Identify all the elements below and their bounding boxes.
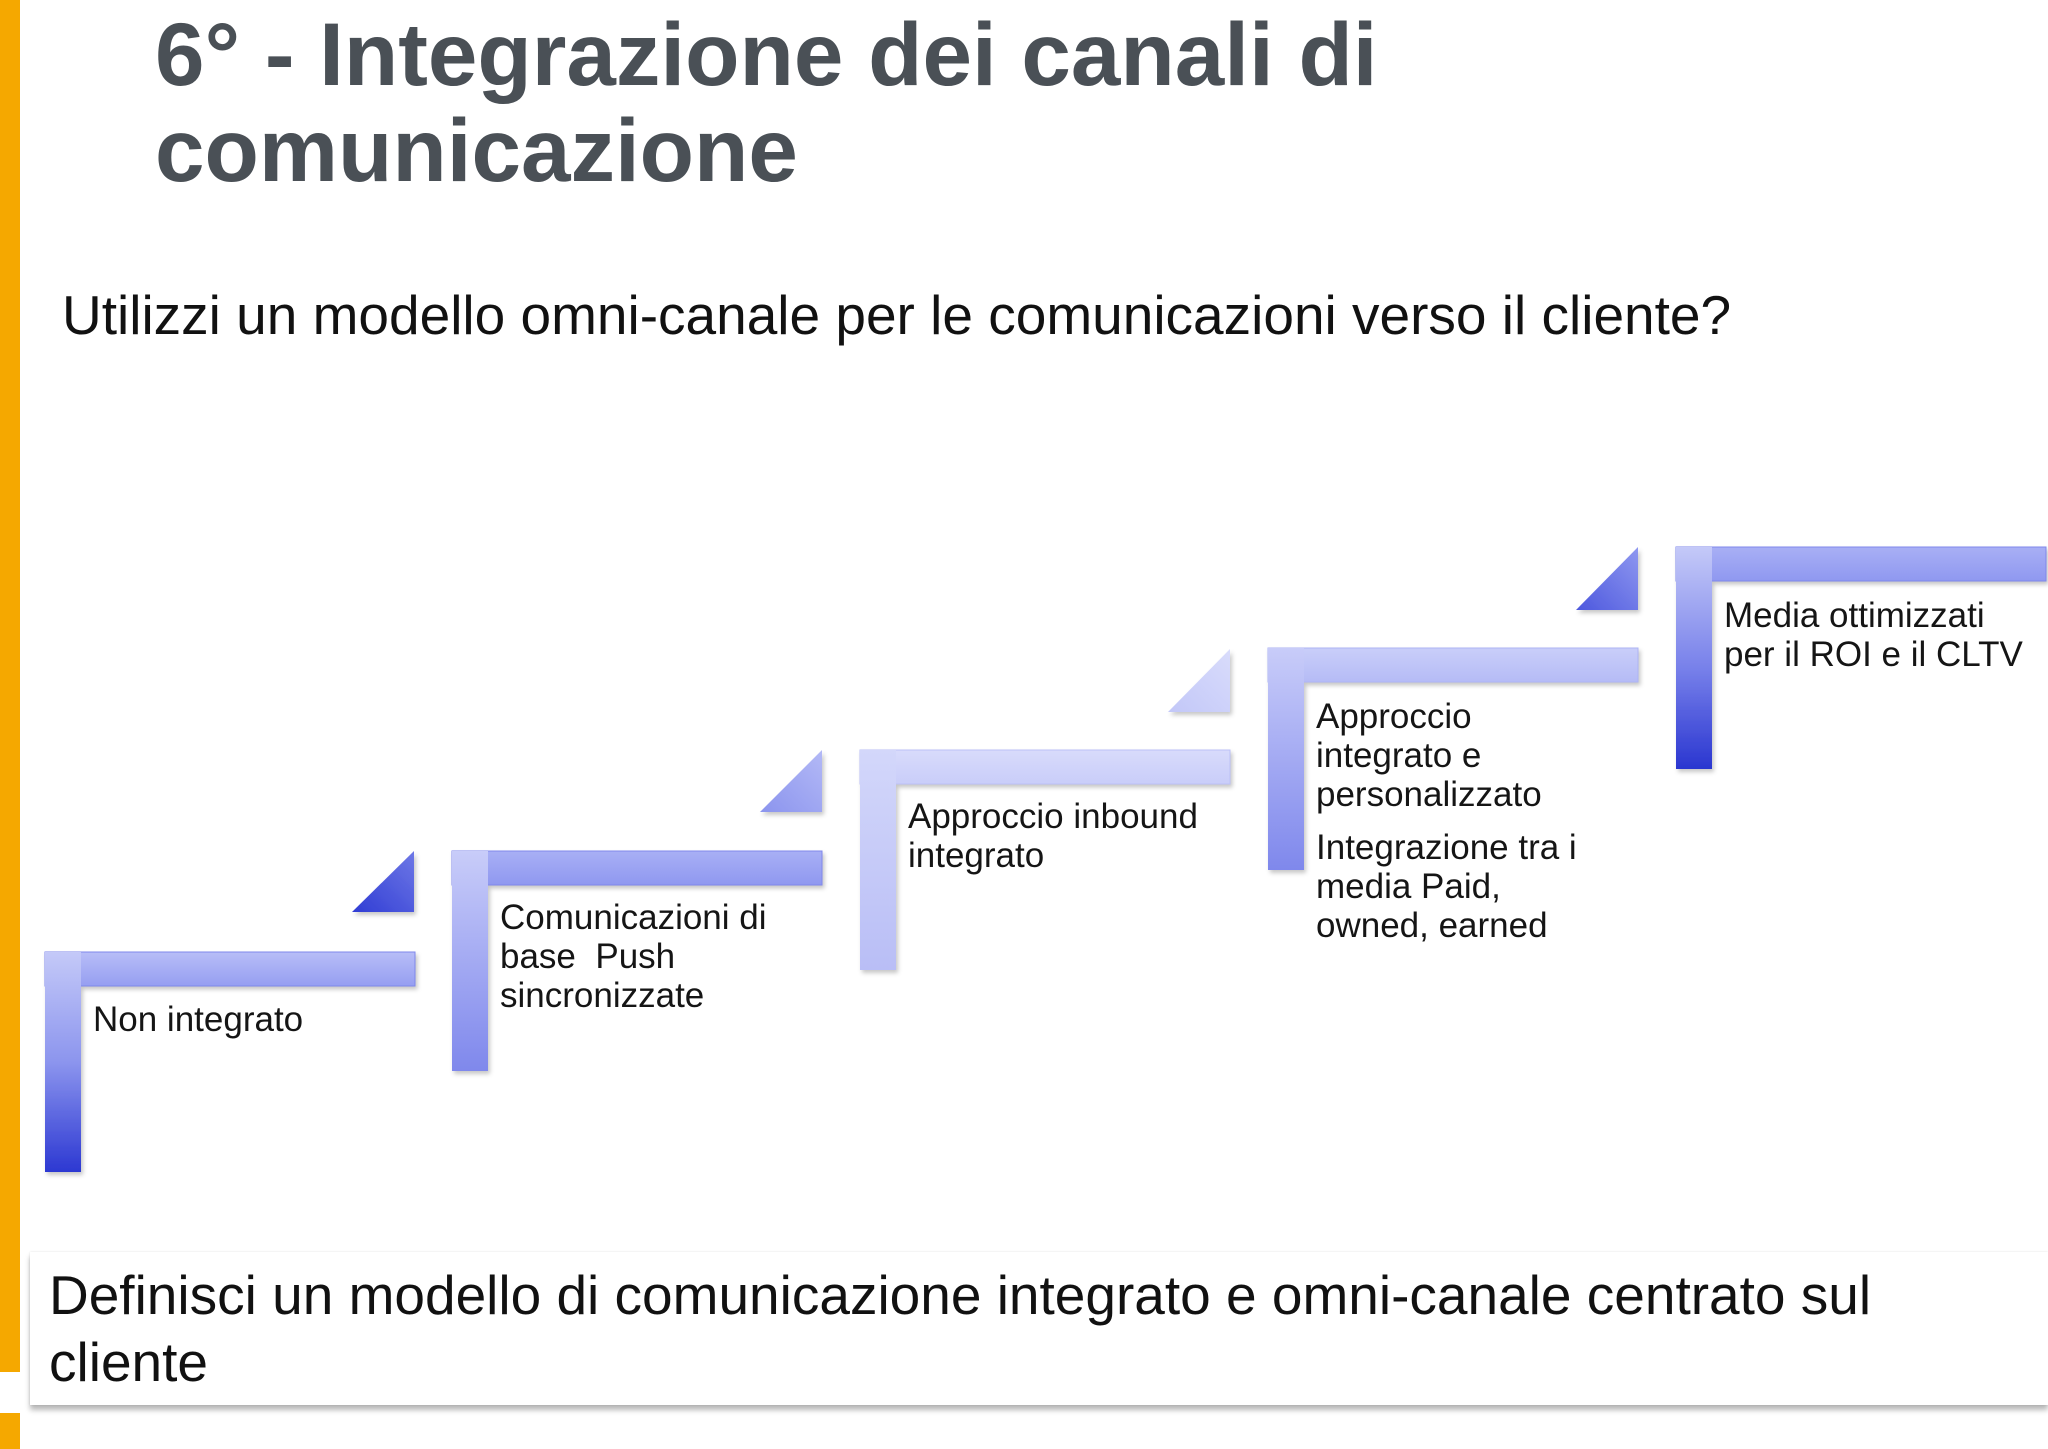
step-3-line-1: Approccio inbound — [908, 797, 1198, 836]
step-3-line-2: integrato — [908, 836, 1045, 875]
footer-text: Definisci un modello di comunicazione in… — [49, 1264, 1872, 1393]
step-1-line-1: Non integrato — [93, 1000, 304, 1039]
step-2-line-1: Comunicazioni di — [500, 898, 767, 937]
step-4-line-4: Integrazione tra i — [1316, 828, 1577, 867]
step-5-line-2: per il ROI e il CLTV — [1724, 635, 2023, 674]
step-4-line-3: personalizzato — [1316, 775, 1542, 814]
step-3-label: Approccio inbound integrato — [908, 797, 1198, 875]
step-4-label: Approccio integrato e personalizzato Int… — [1316, 697, 1577, 945]
question-text: Utilizzi un modello omni-canale per le c… — [62, 284, 1732, 346]
step-2-line-2: base Push — [500, 937, 676, 976]
step-1-arrow — [352, 851, 414, 912]
step-2-line-3: sincronizzate — [500, 976, 705, 1015]
footer-box: Definisci un modello di comunicazione in… — [30, 1252, 2048, 1405]
step-4-line-6: owned, earned — [1316, 906, 1548, 945]
step-3-arrow — [1168, 649, 1230, 712]
step-2-label: Comunicazioni di base Push sincronizzate — [500, 898, 767, 1015]
step-4-arrow — [1576, 547, 1638, 610]
accent-dash — [0, 1413, 20, 1449]
accent-bar — [0, 0, 20, 1372]
step-5-label: Media ottimizzati per il ROI e il CLTV — [1724, 596, 2023, 674]
step-1-label: Non integrato — [93, 1000, 303, 1039]
step-2-arrow — [760, 750, 822, 812]
step-4-line-5: media Paid, — [1316, 867, 1501, 906]
step-5-line-1: Media ottimizzati — [1724, 596, 1985, 635]
step-4-line-1: Approccio — [1316, 697, 1472, 736]
step-1-shape — [44, 951, 416, 1172]
slide-title: 6° - Integrazione dei canali di comunica… — [155, 4, 1378, 200]
step-4-line-2: integrato e — [1316, 736, 1482, 775]
